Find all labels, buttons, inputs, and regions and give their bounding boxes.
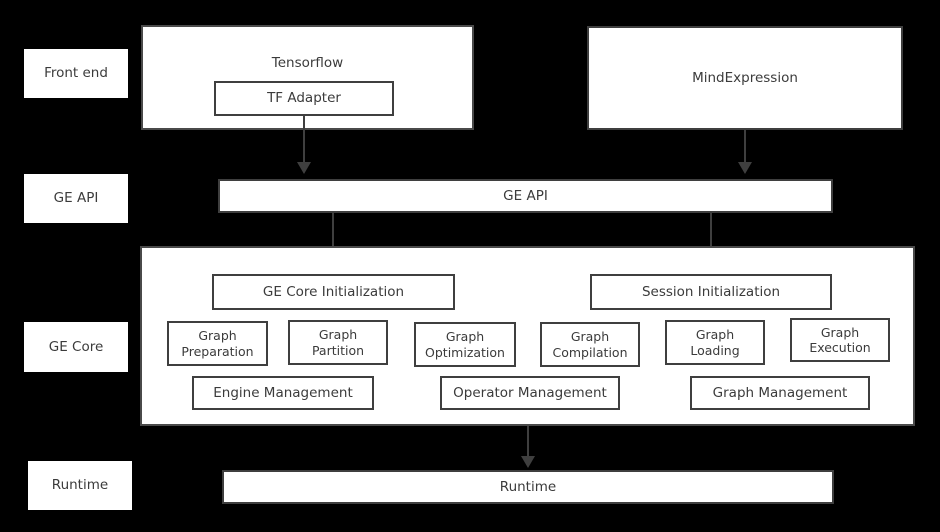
engine-management-box: Engine Management [192, 376, 374, 410]
runtime-bar: Runtime [222, 470, 834, 504]
arrow-ge-core-to-runtime [521, 456, 535, 468]
connector-ge-api-to-session-init [710, 213, 712, 263]
graph-optimization-box: Graph Optimization [414, 322, 516, 367]
connector-mindexpression-to-ge-api [744, 130, 746, 164]
ge-core-initialization-box: GE Core Initialization [212, 274, 455, 310]
graph-management-box: Graph Management [690, 376, 870, 410]
layer-label-runtime: Runtime [28, 461, 132, 510]
layer-label-front-end: Front end [24, 49, 128, 98]
tensorflow-panel-title: Tensorflow [271, 55, 344, 71]
arrow-mindexpression-to-ge-api [738, 162, 752, 174]
operator-management-box: Operator Management [440, 376, 620, 410]
tf-adapter-box: TF Adapter [214, 81, 394, 116]
graph-loading-box: Graph Loading [665, 320, 765, 365]
ge-api-bar: GE API [218, 179, 833, 213]
graph-execution-box: Graph Execution [790, 318, 890, 362]
mindexpression-box: MindExpression [587, 26, 903, 130]
connector-ge-core-to-runtime [527, 426, 529, 458]
graph-preparation-box: Graph Preparation [167, 321, 268, 366]
graph-partition-box: Graph Partition [288, 320, 388, 365]
layer-label-ge-api: GE API [24, 174, 128, 223]
session-initialization-box: Session Initialization [590, 274, 832, 310]
layer-label-ge-core: GE Core [24, 322, 128, 372]
arrow-tf-adapter-to-ge-api [297, 162, 311, 174]
graph-compilation-box: Graph Compilation [540, 322, 640, 367]
connector-tf-adapter-to-ge-api [303, 116, 305, 164]
connector-ge-api-to-ge-core-init [332, 213, 334, 263]
